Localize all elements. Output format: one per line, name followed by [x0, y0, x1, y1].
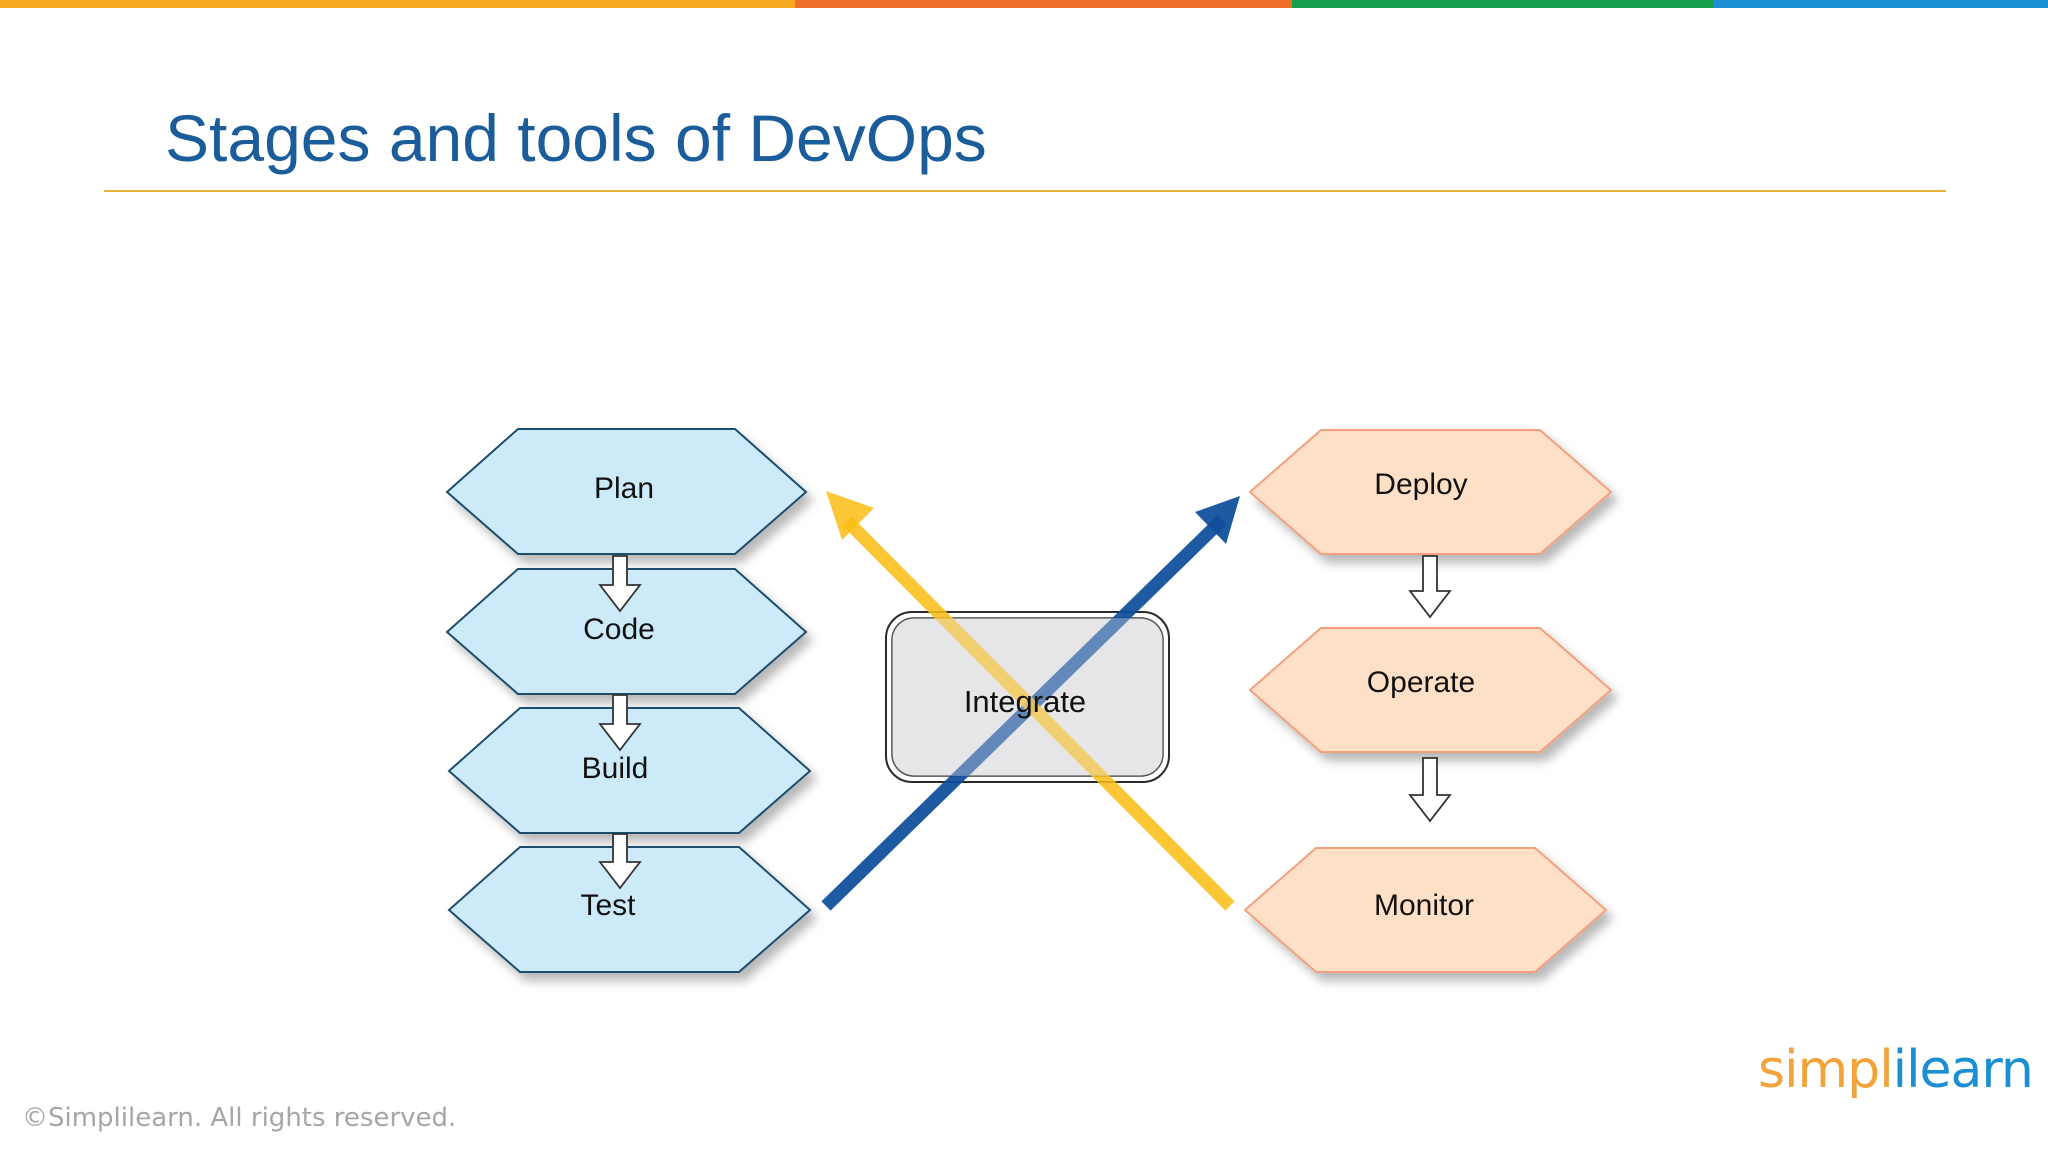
copyright-notice: ©Simplilearn. All rights reserved. — [22, 1103, 457, 1133]
integrate-box-veil — [892, 618, 1163, 776]
hexagon-plan: Plan — [445, 428, 808, 555]
hexagon-test-shape — [447, 846, 812, 973]
strip-segment-blue — [1713, 0, 2048, 8]
hexagon-plan-shape — [445, 428, 808, 555]
stage-label-deploy: Deploy — [1374, 468, 1467, 501]
logo-text-a: simpl — [1758, 1040, 1894, 1100]
dev-stages-column: Plan Code Build Test — [445, 428, 812, 973]
hexagon-build: Build — [447, 707, 812, 834]
hexagon-monitor: Monitor — [1243, 847, 1608, 973]
logo-text-b: ilearn — [1892, 1040, 2034, 1100]
title-divider — [104, 190, 1946, 192]
stage-label-code: Code — [583, 613, 655, 646]
stage-label-test: Test — [580, 889, 636, 922]
hexagon-test: Test — [447, 846, 812, 973]
stage-label-operate: Operate — [1367, 666, 1475, 699]
down-arrow-build-test — [598, 833, 642, 890]
strip-segment-orange — [0, 0, 795, 8]
strip-segment-red — [795, 0, 1292, 8]
hexagon-deploy-shape — [1248, 429, 1613, 555]
stage-label-plan: Plan — [594, 472, 654, 505]
blue-diagonal-arrow — [821, 496, 1240, 911]
ops-flow-arrows — [1408, 555, 1452, 823]
simplilearn-logo: simplilearn — [1758, 1040, 2034, 1110]
down-arrow-operate-monitor — [1408, 757, 1452, 823]
hexagon-build-shape — [447, 707, 812, 834]
ops-stages-column: Deploy Operate Monitor — [1243, 429, 1613, 973]
yellow-arrow-shaft — [842, 516, 1235, 911]
down-arrow-plan-code — [598, 555, 642, 613]
down-arrow-code-build — [598, 694, 642, 752]
down-arrow-deploy-operate — [1408, 555, 1452, 619]
dev-flow-arrows — [598, 555, 642, 890]
blue-arrow-head — [1195, 496, 1240, 544]
stage-label-integrate: Integrate — [964, 684, 1086, 719]
stage-label-build: Build — [582, 752, 649, 785]
hexagon-operate-shape — [1248, 627, 1613, 753]
yellow-arrow-head — [826, 491, 874, 540]
hexagon-operate: Operate — [1248, 627, 1613, 753]
top-color-strip — [0, 0, 2048, 8]
blue-arrow-shaft — [821, 515, 1227, 911]
hexagon-code-shape — [445, 568, 808, 695]
yellow-diagonal-arrow — [826, 491, 1235, 911]
strip-segment-green — [1292, 0, 1713, 8]
hexagon-code: Code — [445, 568, 808, 695]
stage-label-monitor: Monitor — [1374, 889, 1474, 922]
hexagon-monitor-shape — [1243, 847, 1608, 973]
slide-title: Stages and tools of DevOps — [165, 101, 987, 175]
hexagon-deploy: Deploy — [1248, 429, 1613, 555]
